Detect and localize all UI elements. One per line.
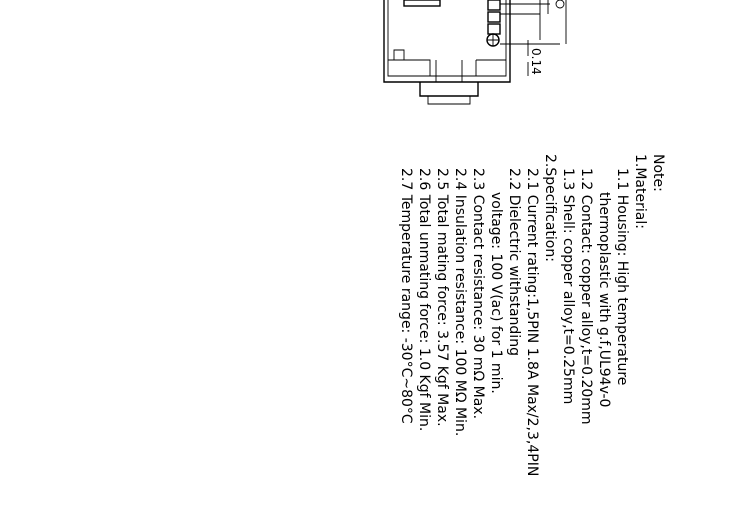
note-line: 2.7 Temperature range: -30°C~80°C <box>398 168 414 424</box>
note-line: 2.3 Contact resistance: 30 mΩ Max. <box>470 168 486 419</box>
dimension-label: 0.14 <box>529 48 543 75</box>
note-line: 1.1 Housing: High temperature <box>614 168 630 385</box>
note-line: 1.2 Contact: copper alloy,t=0.20mm <box>578 168 594 425</box>
note-line: 2.6 Total unmating force: 1.0 Kgf Min. <box>416 168 432 431</box>
note-line: 2.Specification: <box>542 154 558 262</box>
note-line: 1.Material: <box>632 154 648 229</box>
note-line: 1.3 Shell: copper alloy,t=0.25mm <box>560 168 576 404</box>
note-line: 2.5 Total mating force: 3.57 Kgf Max. <box>434 168 450 427</box>
note-line: 2.4 Insulation resistance: 100 MΩ Min. <box>452 168 468 436</box>
note-line: 2.1 Current rating:1,5PIN 1.8A Max/2,3,4… <box>524 168 540 476</box>
note-line: thermoplastic with g.f,UL94v-0 <box>596 192 612 407</box>
connector-outline <box>383 0 511 105</box>
notes-title: Note: <box>650 154 666 192</box>
note-line: 2.2 Dielectric withstanding <box>506 168 522 356</box>
dimension-lines <box>500 0 567 76</box>
notes-block: Note: 1.Material: 1.1 Housing: High temp… <box>398 154 666 476</box>
note-line: voltage: 100 V(ac) for 1 min. <box>488 192 504 394</box>
terminal-pins <box>486 0 501 47</box>
